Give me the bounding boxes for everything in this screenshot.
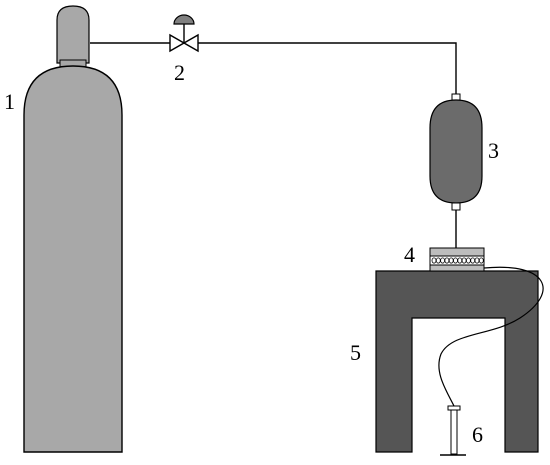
mesh-cell <box>444 257 450 264</box>
mesh-cell <box>440 257 446 264</box>
label-6: 6 <box>472 422 483 447</box>
probe <box>440 405 466 456</box>
vessel-bottom-fitting <box>451 202 461 211</box>
mesh-cell <box>461 257 467 264</box>
valve-handle <box>173 14 195 25</box>
label-4: 4 <box>404 242 415 267</box>
mesh-cell <box>474 257 480 264</box>
mesh-cell <box>431 257 437 264</box>
probe-body <box>450 409 458 455</box>
label-5: 5 <box>350 340 361 365</box>
label-3: 3 <box>488 138 499 163</box>
mesh-cell <box>435 257 441 264</box>
mesh-cell <box>470 257 476 264</box>
vessel <box>429 93 483 211</box>
probe-cap <box>447 405 461 411</box>
cylinder-cap <box>56 5 90 64</box>
label-2: 2 <box>174 60 185 85</box>
holder-mesh-pattern <box>431 257 484 264</box>
probe-cable <box>438 266 544 407</box>
gas-line-upper <box>90 42 457 94</box>
mesh-cell <box>448 257 454 264</box>
valve <box>169 14 199 53</box>
cylinder-body <box>23 65 123 453</box>
label-1: 1 <box>4 89 15 114</box>
vessel-top-fitting <box>451 93 461 101</box>
mesh-cell <box>465 257 471 264</box>
mesh-cell <box>478 257 484 264</box>
mesh-cell <box>457 257 463 264</box>
gas-cylinder <box>23 5 123 453</box>
sample-holder <box>429 247 485 272</box>
holder-base <box>429 264 485 272</box>
mesh-cell <box>453 257 458 264</box>
holder-top <box>429 247 485 257</box>
vessel-body <box>429 99 483 204</box>
